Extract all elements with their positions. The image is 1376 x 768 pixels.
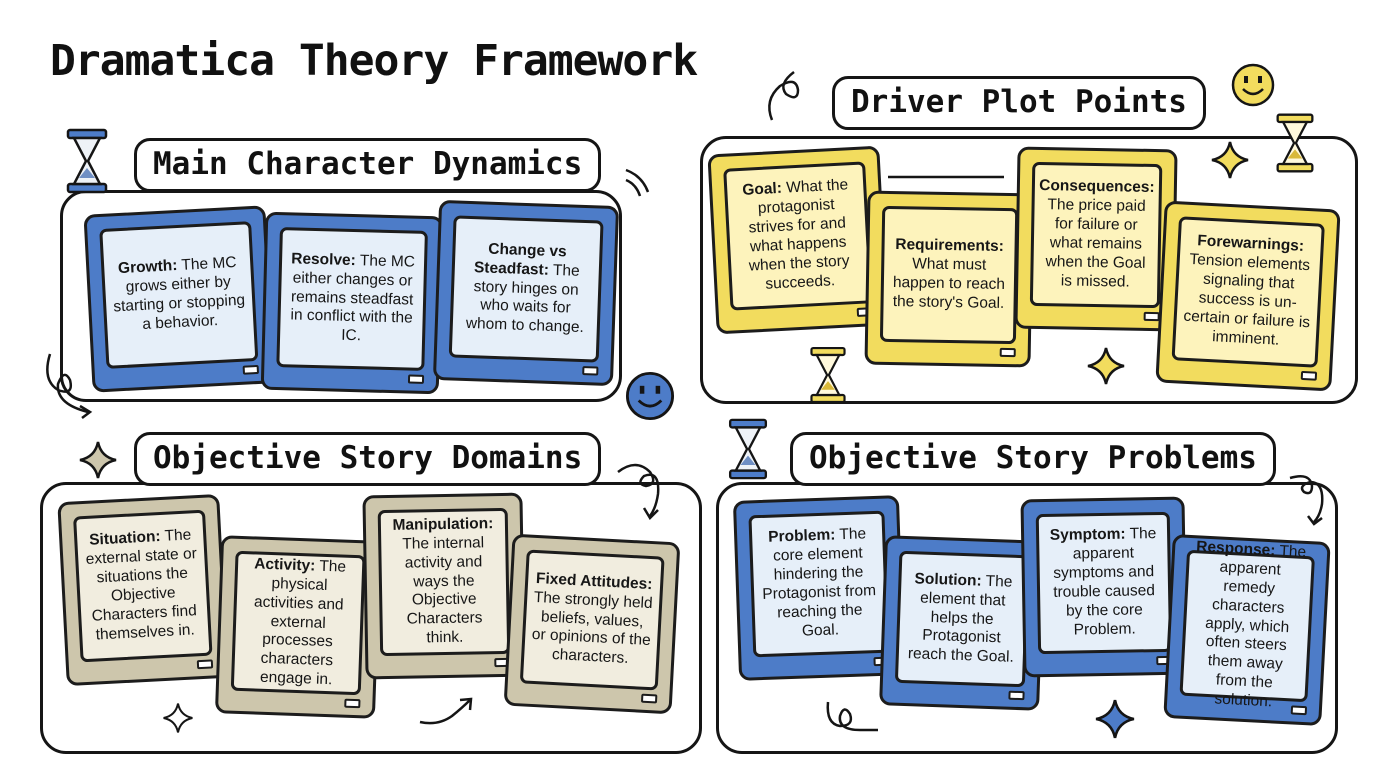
- card-text: What must happen to reach the story's Go…: [892, 255, 1006, 312]
- dp-card-consequences: Consequences: The price paid for failure…: [1014, 146, 1178, 332]
- mc-card-resolve: Resolve: The MC either changes or remain…: [260, 211, 444, 395]
- card-term: Activity:: [253, 555, 316, 575]
- dp-card-forewarnings: Forewarnings: Tension elements signaling…: [1155, 200, 1341, 392]
- sparkle-icon: [79, 441, 117, 479]
- main-character-title: Main Character Dynamics: [134, 138, 602, 192]
- hourglass-icon: [728, 418, 768, 480]
- card-term: Manipulation:: [392, 514, 494, 534]
- card-term: Symptom:: [1049, 525, 1126, 545]
- card-term: Solution:: [914, 570, 982, 590]
- connector-line: [888, 175, 1004, 179]
- hourglass-icon: [810, 346, 846, 404]
- card-text: The price paid for failure or what remai…: [1045, 196, 1146, 291]
- os-domains-title: Objective Story Domains: [134, 432, 602, 486]
- card-term: Resolve:: [291, 250, 357, 269]
- swirl-arrow-icon: [826, 701, 878, 732]
- os-problems-title: Objective Story Problems: [790, 432, 1276, 486]
- mc-card-change-vs-steadfast: Change vs Steadfast: The story hinges on…: [432, 199, 620, 387]
- swirl-arrow-icon: [46, 353, 93, 419]
- swirl-arrow-icon: [768, 71, 800, 121]
- card-text: Tension elements signaling that success …: [1183, 251, 1311, 349]
- osd-card-fixed-attitudes: Fixed Attitudes: The strongly held belie…: [503, 533, 681, 715]
- smiley-icon: [1231, 63, 1275, 107]
- osp-card-response: Response: The apparent remedy characters…: [1163, 533, 1331, 727]
- hourglass-icon: [1276, 113, 1314, 173]
- card-term: Problem:: [767, 526, 836, 547]
- sparkle-icon: [1087, 347, 1125, 385]
- card-term: Goal:: [741, 180, 783, 200]
- card-term: Response:: [1195, 538, 1276, 560]
- osp-card-solution: Solution: The element that helps the Pro…: [879, 535, 1045, 711]
- osd-card-situation: Situation: The external state or situati…: [57, 493, 229, 687]
- card-text: The internal activity and ways the Objec…: [402, 534, 485, 647]
- motion-lines-icon: [625, 168, 650, 197]
- hourglass-icon: [66, 128, 108, 194]
- sparkle-icon: [1211, 141, 1249, 179]
- sparkle-icon: [163, 703, 193, 733]
- dp-card-requirements: Requirements: What must happen to reach …: [864, 190, 1034, 368]
- card-term: Consequences:: [1039, 177, 1155, 197]
- mc-card-growth: Growth: The MC grows either by starting …: [83, 205, 275, 393]
- driver-plot-title: Driver Plot Points: [832, 76, 1206, 130]
- osp-card-symptom: Symptom: The apparent symptoms and troub…: [1020, 496, 1188, 678]
- card-text: The strongly held beliefs, values, or op…: [531, 588, 654, 668]
- card-term: Situation:: [88, 528, 162, 550]
- card-text: The apparent remedy characters apply, wh…: [1204, 542, 1307, 711]
- smiley-icon: [625, 371, 675, 421]
- swirl-arrow-icon: [1289, 475, 1324, 526]
- card-term: Growth:: [117, 257, 178, 278]
- swirl-arrow-icon: [617, 463, 660, 521]
- osp-card-problem: Problem: The core element hindering the …: [732, 495, 906, 681]
- osd-card-manipulation: Manipulation: The internal activity and …: [362, 492, 526, 680]
- card-term: Requirements:: [895, 236, 1004, 256]
- card-text: The physical activities and external pro…: [253, 557, 347, 689]
- page-title: Dramatica Theory Framework: [50, 36, 698, 86]
- osd-card-activity: Activity: The physical activities and ex…: [214, 535, 382, 719]
- sparkle-icon: [1095, 699, 1135, 739]
- dp-card-goal: Goal: What the protagonist strives for a…: [707, 145, 889, 335]
- arrow-icon: [419, 697, 473, 725]
